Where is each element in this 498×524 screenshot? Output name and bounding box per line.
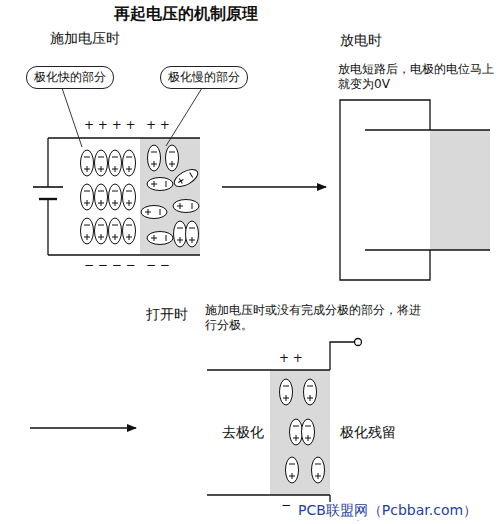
dipole-symbol <box>173 200 199 213</box>
dipole-symbol <box>95 218 108 244</box>
dipole-symbol <box>141 206 167 219</box>
diagram-title: 再起电压的机制原理 <box>114 4 258 24</box>
charge-signs: + + <box>279 351 303 366</box>
dipole-symbol <box>280 379 293 405</box>
dipole-symbol <box>81 218 94 244</box>
dipole-symbol <box>123 184 136 210</box>
charge-signs: − − <box>146 258 170 273</box>
dipole-symbol <box>95 184 108 210</box>
state-heading: 施加电压时 <box>50 30 120 48</box>
callout-text: 极化慢的部分 <box>168 70 240 84</box>
dipole-symbol <box>109 218 122 244</box>
dipole-symbol <box>148 145 161 171</box>
region-label: 极化残留 <box>340 424 396 442</box>
flow-arrow <box>222 186 326 187</box>
dipole-symbol <box>286 457 299 483</box>
dipole-symbol <box>147 232 173 245</box>
charge-signs: − − − − <box>84 258 136 273</box>
dipole-symbol <box>304 379 317 405</box>
callout-box: 极化快的部分 <box>26 66 114 89</box>
dipole-symbol <box>109 150 122 176</box>
callout-box: 极化慢的部分 <box>160 66 248 89</box>
charge-signs: + + + + <box>84 118 136 133</box>
callout-text: 极化快的部分 <box>34 70 106 84</box>
state-heading: 打开时 <box>146 306 188 324</box>
dipole-symbol <box>147 178 173 191</box>
dipole-symbol <box>109 184 122 210</box>
dipole-symbol <box>186 221 199 247</box>
slow-region <box>140 138 200 255</box>
dipole-symbol <box>166 145 179 171</box>
dipole-symbol <box>123 218 136 244</box>
charge-signs: + + <box>146 118 170 133</box>
note-text: 放电短路后，电极的电位马上就变为0V <box>338 62 494 92</box>
dipole-symbol <box>95 150 108 176</box>
slow-region <box>430 130 490 250</box>
slow-region <box>270 370 330 495</box>
dipole-symbol <box>81 184 94 210</box>
open-terminal-wire <box>207 339 362 520</box>
state-heading: 放电时 <box>340 32 382 50</box>
dipole-symbol <box>302 419 315 445</box>
region-label: 去极化 <box>222 424 264 442</box>
charge-signs: − <box>281 498 291 513</box>
dipole-symbol <box>174 221 187 247</box>
dipole-symbol <box>81 150 94 176</box>
dipole-symbol <box>123 150 136 176</box>
flow-arrow <box>30 427 136 428</box>
dipole-symbol <box>171 166 200 190</box>
note-text: 施加电压时或没有完成分极的部分，将进行分极。 <box>205 303 423 333</box>
circuit-wire <box>33 138 200 255</box>
short-circuit-wire <box>340 100 490 280</box>
watermark: PCB联盟网（Pcbbar.com） <box>296 502 479 520</box>
leader-line <box>62 88 202 147</box>
dipole-symbol <box>290 419 303 445</box>
dipole-symbol <box>312 457 325 483</box>
